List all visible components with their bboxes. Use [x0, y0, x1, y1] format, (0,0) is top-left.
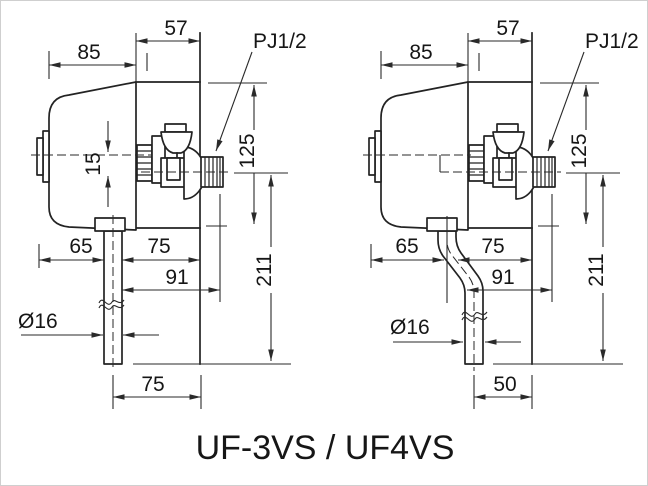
pipe-break-line [98, 304, 125, 310]
dimensions-left: 85 57 PJ1/2 125 211 15 65 75 91 [18, 17, 307, 409]
figure-uf3vs: 85 57 PJ1/2 125 211 15 65 75 91 [18, 17, 307, 409]
valve-pendant [166, 157, 181, 181]
figure-uf4vs: 85 57 PJ1/2 125 211 65 75 91 Ø16 [363, 17, 639, 409]
dim-wall-offset-top: 57 [164, 17, 187, 40]
dim-pipe-to-wall-bottom: 50 [493, 373, 516, 396]
dim-front-to-pipe: 65 [69, 235, 92, 258]
dim-pipe-to-wall-bottom: 75 [141, 373, 164, 396]
drawing-title: UF-3VS / UF4VS [196, 429, 455, 467]
dim-pipe-to-wall: 75 [147, 235, 170, 258]
dim-depth: 85 [77, 41, 100, 64]
valve-body [368, 81, 533, 365]
bonnet-bowl [160, 131, 193, 154]
dim-outlet-offset: 15 [82, 152, 105, 175]
pipe-boss [426, 217, 458, 232]
pipe-break-line [461, 311, 488, 317]
thread-type-label: PJ1/2 [253, 30, 307, 53]
thread-leader-line [547, 51, 585, 152]
valve-assembly [136, 123, 224, 200]
bonnet-cap [496, 123, 519, 133]
dim-body-height: 125 [568, 133, 591, 168]
cover-dome [48, 81, 137, 231]
dim-pipe-diameter: Ø16 [390, 316, 430, 339]
dim-pipe-to-thread-end: 91 [491, 266, 514, 289]
pipe-boss [94, 217, 126, 232]
spout-step [42, 130, 50, 183]
thread-type-label: PJ1/2 [585, 30, 639, 53]
dim-depth: 85 [409, 41, 432, 64]
spout-step [374, 130, 382, 183]
dim-body-height: 125 [236, 133, 259, 168]
spout-cap [368, 137, 376, 176]
supply-pipe-bent [437, 230, 484, 365]
thread-leader-line [215, 51, 253, 152]
dim-total-height: 211 [585, 253, 608, 286]
bonnet-cap [164, 123, 187, 133]
spout-cap [36, 137, 44, 176]
dim-pipe-to-wall: 75 [481, 235, 504, 258]
bonnet-bowl [492, 131, 525, 154]
cover-dome [380, 81, 469, 231]
pipe-break-line [461, 316, 488, 322]
dim-total-height: 211 [253, 253, 276, 286]
dim-wall-offset-top: 57 [496, 17, 519, 40]
dimensions-right: 85 57 PJ1/2 125 211 65 75 91 Ø16 [370, 17, 639, 409]
dim-front-to-pipe: 65 [395, 235, 418, 258]
dim-pipe-diameter: Ø16 [18, 310, 58, 333]
pipe-break-line [98, 299, 125, 305]
valve-assembly [468, 123, 556, 200]
dim-pipe-to-thread-end: 91 [165, 266, 188, 289]
valve-pendant [498, 157, 513, 181]
